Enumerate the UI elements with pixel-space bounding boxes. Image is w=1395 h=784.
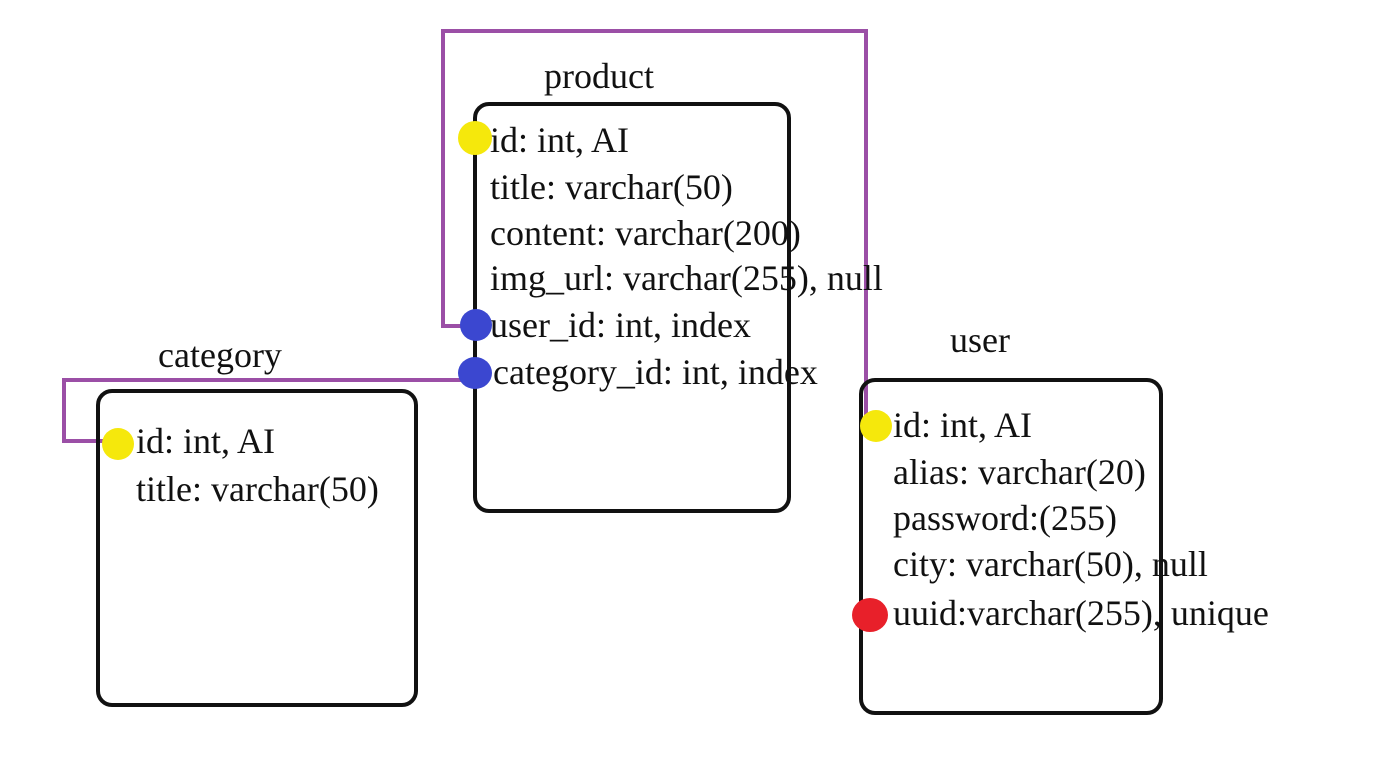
foreign-key-marker-product-user-id [460,309,492,341]
field-user-password: password:(255) [893,498,1117,538]
foreign-key-marker-product-category-id [458,357,492,389]
field-user-uuid: uuid:varchar(255), unique [893,593,1269,633]
table-box-product [473,102,791,513]
table-title-category: category [158,335,282,375]
field-product-img-url: img_url: varchar(255), null [490,258,883,298]
table-title-product: product [544,56,654,96]
field-user-id: id: int, AI [893,405,1033,445]
field-product-title: title: varchar(50) [490,167,733,207]
table-box-category [96,389,418,707]
primary-key-marker-user-id [860,410,892,442]
unique-key-marker-user-uuid [852,598,888,632]
field-product-content: content: varchar(200) [490,213,801,253]
field-category-id: id: int, AI [136,421,276,461]
table-title-user: user [950,320,1010,360]
primary-key-marker-product-id [458,121,492,155]
primary-key-marker-category-id [102,428,134,460]
field-user-alias: alias: varchar(20) [893,452,1146,492]
field-product-id: id: int, AI [490,120,630,160]
field-category-title: title: varchar(50) [136,469,379,509]
field-product-user-id: user_id: int, index [490,305,751,345]
field-user-city: city: varchar(50), null [893,544,1208,584]
table-box-user [859,378,1163,715]
field-product-category-id: category_id: int, index [493,352,818,392]
